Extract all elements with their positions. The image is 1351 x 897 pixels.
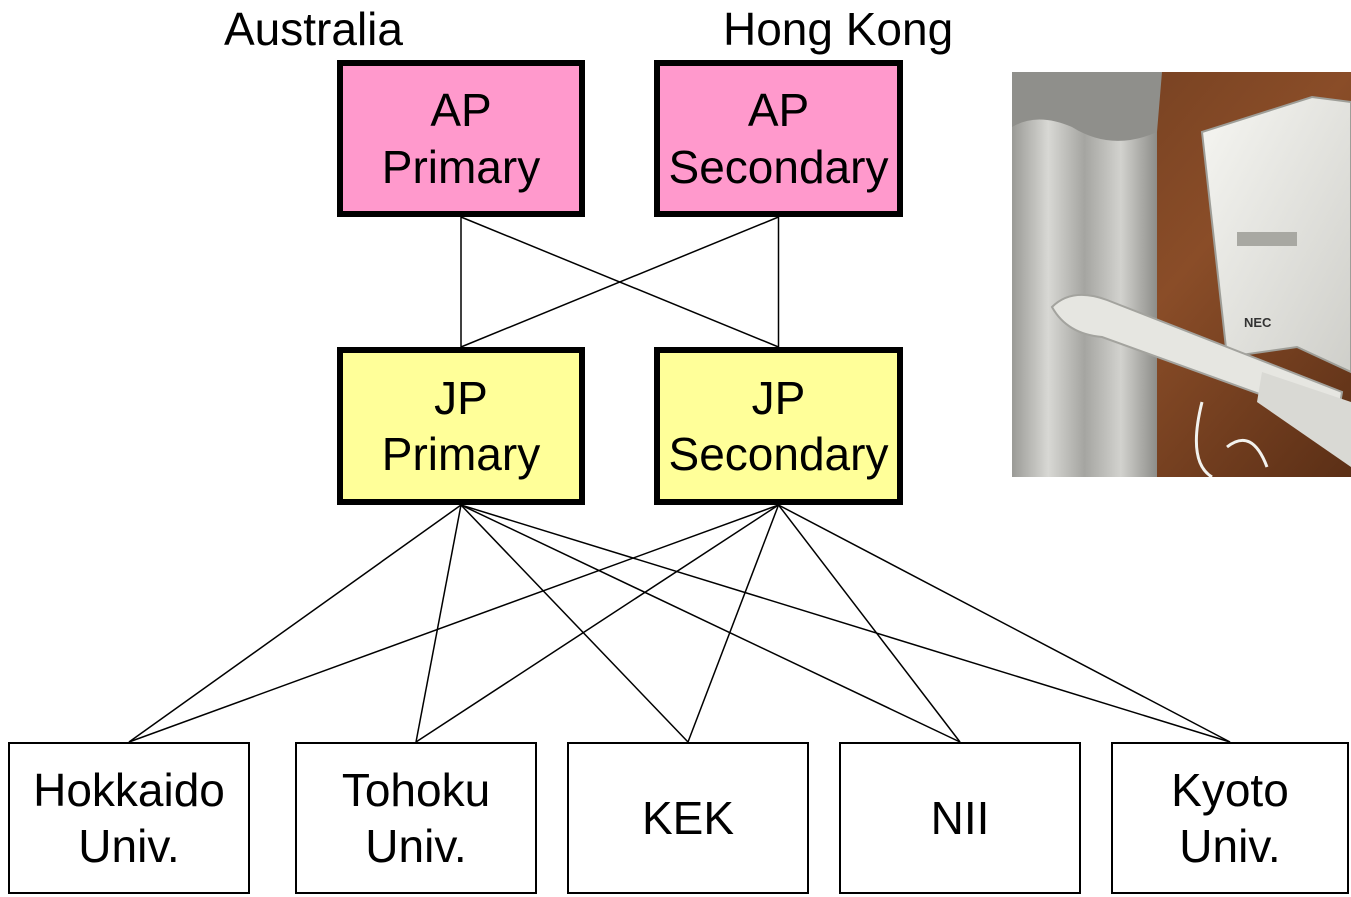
node-line-1: KEK [641,791,735,844]
region-label-hong-kong: Hong Kong [723,3,954,55]
link-jp-primary-to-hokkaido [128,504,462,743]
node-line-1: AP [747,84,810,137]
link-jp-secondary-to-kyoto [778,504,1231,743]
site-nii: NII [839,742,1081,894]
node-line-2: Primary [381,428,541,480]
node-line-1: JP [751,371,806,424]
node-line-2: Secondary [668,140,889,193]
node-line-2: Univ. [365,820,467,872]
link-jp-secondary-to-nii [777,504,961,743]
site-kek: KEK [567,742,809,894]
node-line-1: Kyoto [1171,763,1289,816]
node-line-1: NII [930,791,990,844]
link-jp-secondary-to-kek [687,504,780,743]
link-ap-secondary-to-jp-primary [460,216,779,348]
wireless-access-point-photo: NEC [1012,72,1351,477]
ap-secondary-node: AP Secondary [654,60,903,217]
link-jp-secondary-to-hokkaido [128,504,779,743]
link-jp-primary-to-nii [460,504,961,743]
node-line-2: Secondary [668,428,889,480]
link-jp-primary-to-kek [460,504,689,743]
jp-secondary-node: JP Secondary [654,347,903,505]
region-label-australia: Australia [224,3,403,55]
node-line-2: Primary [381,140,541,193]
site-kyoto-univ: Kyoto Univ. [1111,742,1349,894]
node-line-1: JP [434,371,488,424]
node-line-1: AP [430,84,492,137]
link-jp-secondary-to-tohoku [415,504,779,743]
node-line-2: Univ. [1179,820,1281,872]
node-line-2: Univ. [78,820,180,872]
link-jp-primary-to-tohoku [415,504,462,743]
site-tohoku-univ: Tohoku Univ. [295,742,537,894]
node-line-1: Tohoku [341,763,491,816]
site-hokkaido-univ: Hokkaido Univ. [8,742,250,894]
node-line-1: Hokkaido [33,763,225,816]
photo-brand-text: NEC [1244,315,1272,330]
jp-primary-node: JP Primary [337,347,585,505]
link-jp-primary-to-kyoto [460,504,1231,743]
ap-primary-node: AP Primary [337,60,585,217]
